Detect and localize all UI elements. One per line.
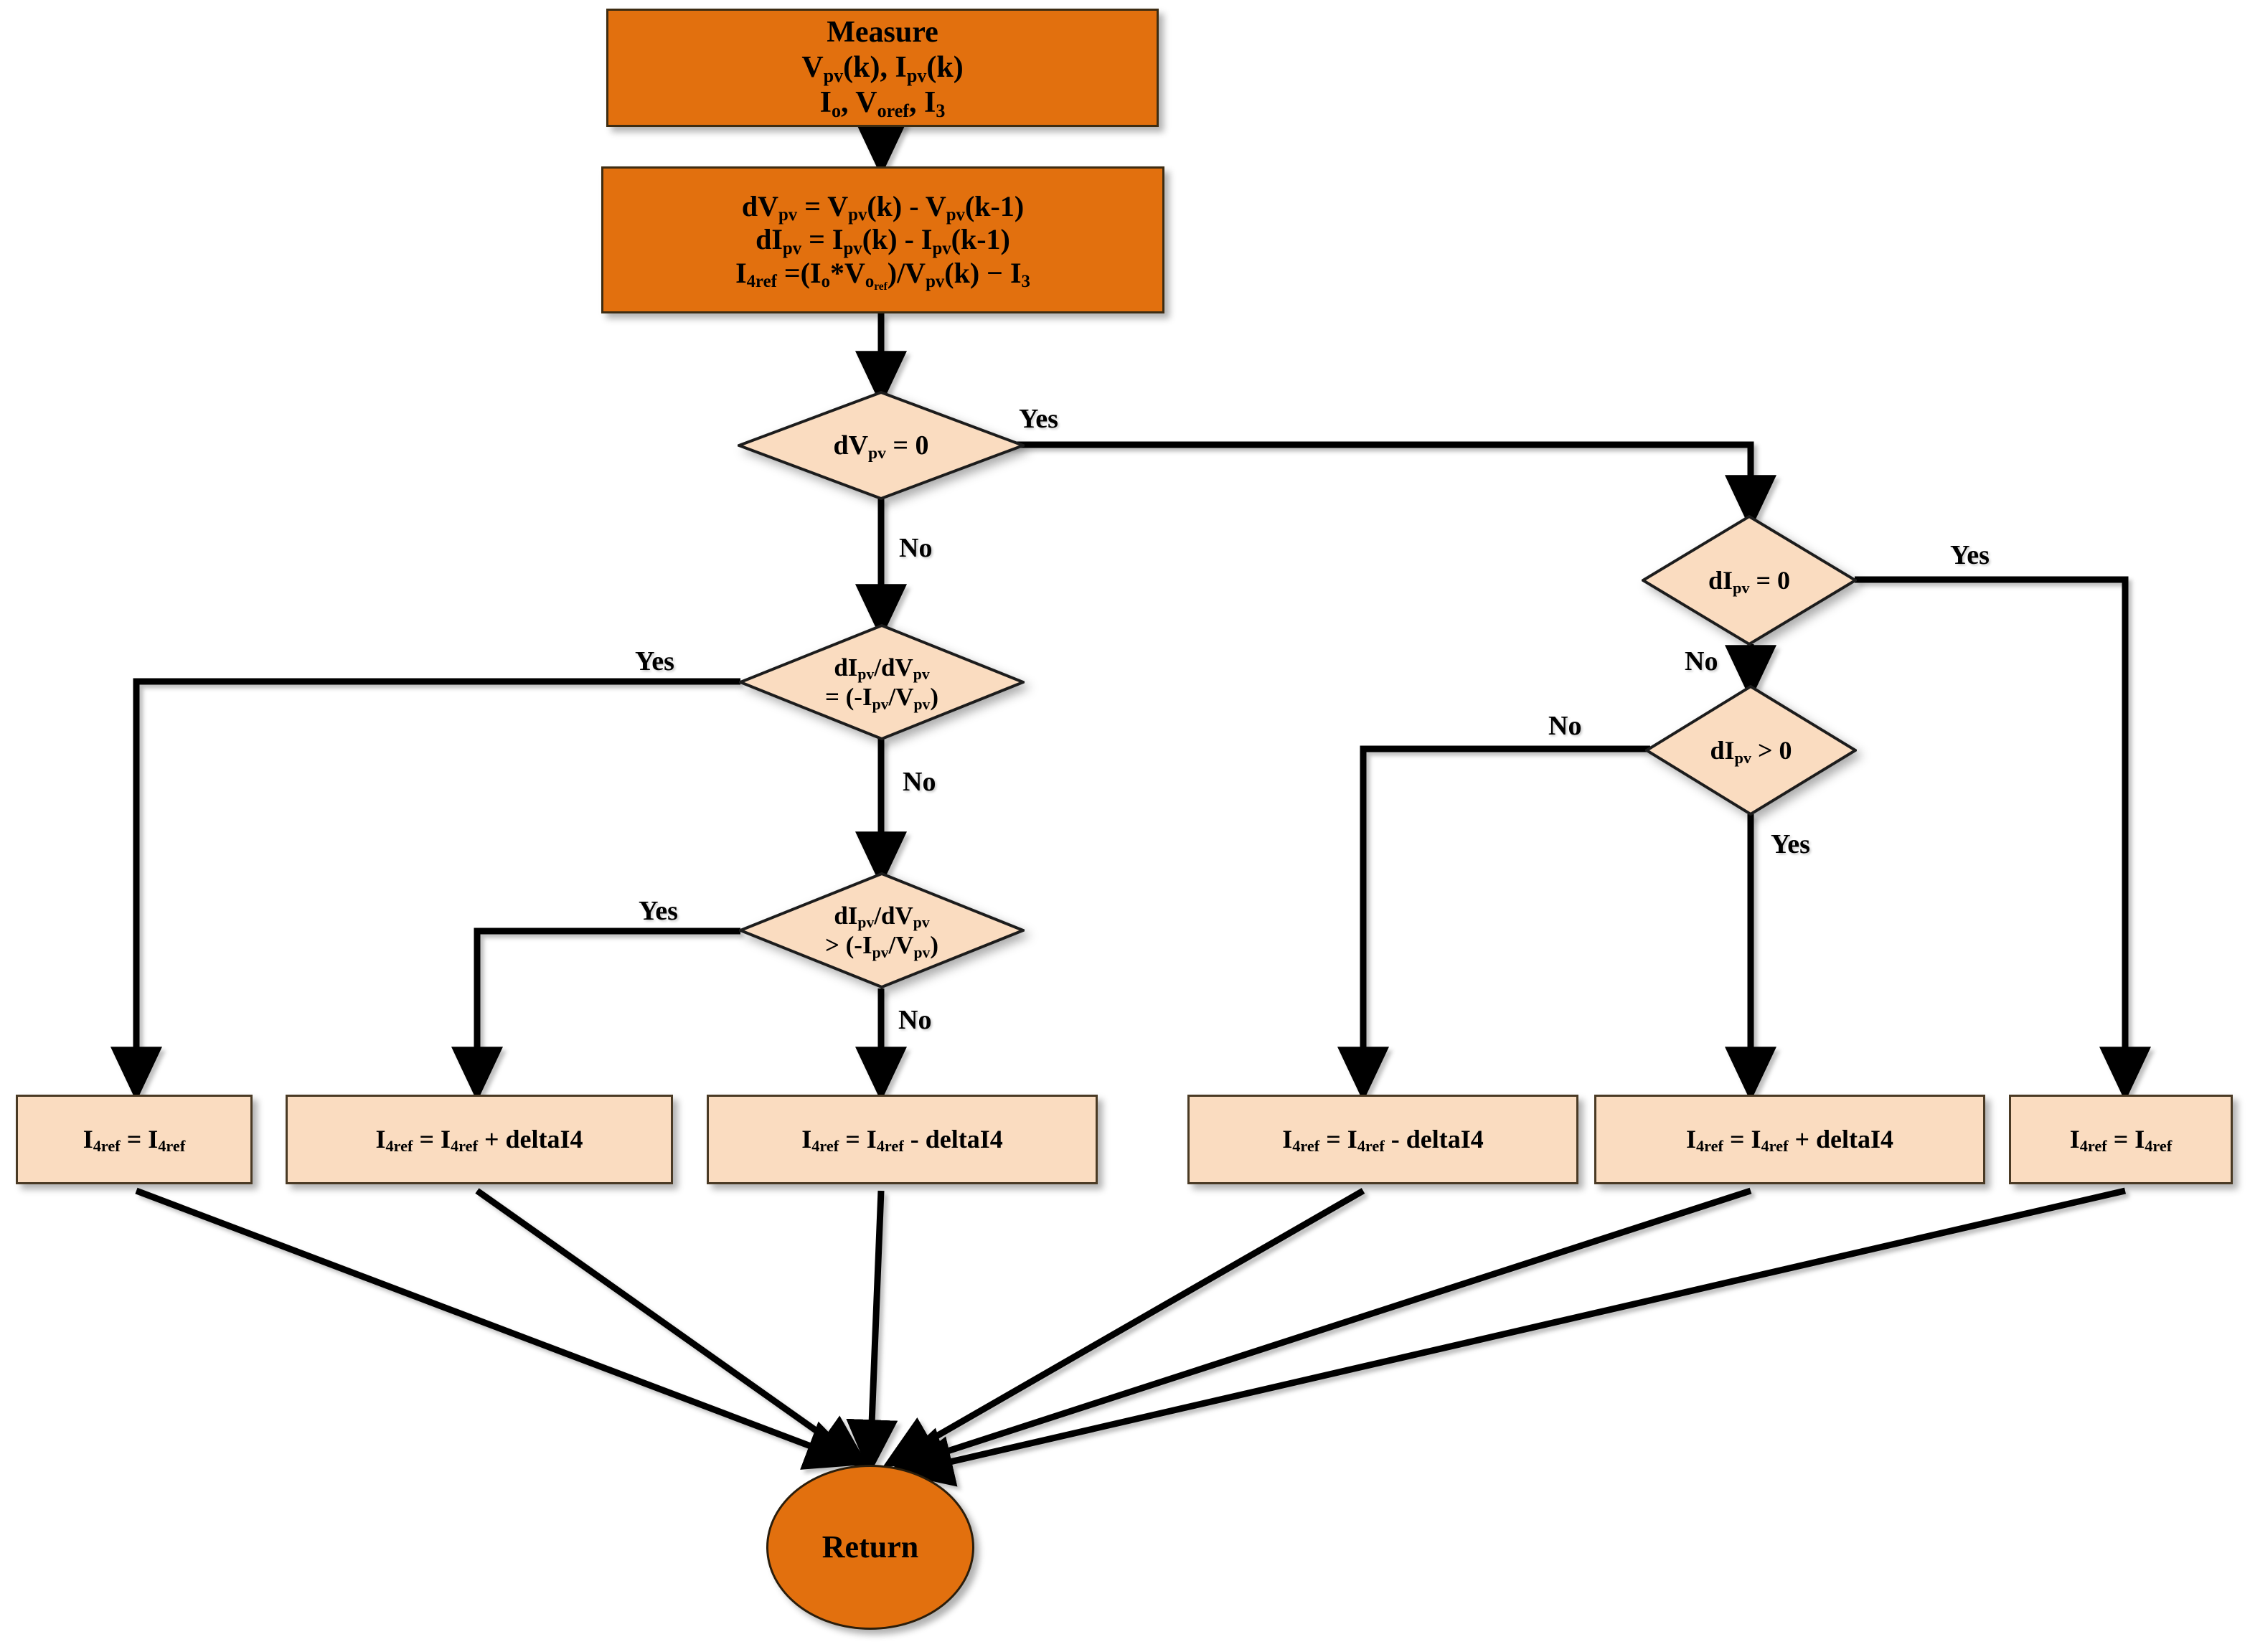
edge-label-dipv-zero-yes: Yes [1950, 540, 1990, 570]
node-decision-dipv-zero-label: dIpv = 0 [1708, 565, 1791, 597]
node-action-hold-left-label: I4ref = I4ref [83, 1124, 186, 1156]
node-action-plus-left-label: I4ref = I4ref + deltaI4 [375, 1124, 583, 1156]
edge-plus-right-to-return [891, 1187, 1752, 1478]
node-decision-slope-equal: dIpv/dVpv= (-Ipv/Vpv) [739, 624, 1025, 740]
node-action-plus-right-label: I4ref = I4ref + deltaI4 [1685, 1124, 1894, 1156]
edge-plus-left-to-return [475, 1188, 870, 1468]
node-decision-slope-greater: dIpv/dVpv> (-Ipv/Vpv) [739, 872, 1025, 988]
edge-label-dvpv-yes: Yes [1019, 404, 1058, 434]
edge-label-dipv-gt-yes: Yes [1771, 829, 1810, 859]
node-action-hold-right: I4ref = I4ref [2009, 1095, 2233, 1184]
edge-label-slope-eq-no: No [903, 767, 936, 797]
edge-label-slope-eq-yes: Yes [635, 646, 674, 676]
edge-label-slope-gt-no: No [898, 1005, 932, 1035]
edge-minus-mid-to-return [846, 1190, 898, 1475]
edge-dipv-zero-yes [1855, 576, 2151, 1102]
node-action-minus-right-label: I4ref = I4ref - deltaI4 [1282, 1124, 1484, 1156]
edge-dvpv-yes [989, 441, 1776, 530]
node-return-label: Return [822, 1529, 919, 1565]
edge-hold-right-to-return [898, 1187, 2127, 1487]
edge-label-dipv-zero-no: No [1685, 646, 1718, 676]
node-decision-dvpv-zero-label: dVpv = 0 [833, 430, 929, 463]
edge-hold-left-to-return [135, 1187, 861, 1470]
edge-slope-eq-yes [110, 678, 740, 1102]
node-decision-slope-equal-label: dIpv/dVpv= (-Ipv/Vpv) [824, 653, 939, 713]
node-compute-label: dVpv = Vpv(k) - Vpv(k-1)dIpv = Ipv(k) - … [735, 189, 1030, 293]
node-action-hold-left: I4ref = I4ref [16, 1095, 253, 1184]
node-action-minus-mid: I4ref = I4ref - deltaI4 [707, 1095, 1098, 1184]
edge-dipv-gt-no [1337, 745, 1650, 1102]
node-action-plus-left: I4ref = I4ref + deltaI4 [286, 1095, 673, 1184]
diamond-shape [739, 872, 1025, 988]
edge-minus-right-to-return [882, 1188, 1365, 1468]
node-action-plus-right: I4ref = I4ref + deltaI4 [1594, 1095, 1985, 1184]
node-compute: dVpv = Vpv(k) - Vpv(k-1)dIpv = Ipv(k) - … [601, 166, 1164, 313]
edge-label-slope-gt-yes: Yes [639, 896, 678, 926]
node-decision-dipv-zero: dIpv = 0 [1642, 515, 1857, 646]
edge-label-dvpv-no: No [899, 533, 933, 563]
edge-slope-gt-yes [451, 928, 740, 1102]
node-decision-dipv-greater: dIpv > 0 [1645, 685, 1857, 816]
node-action-minus-mid-label: I4ref = I4ref - deltaI4 [801, 1124, 1003, 1156]
node-decision-dvpv-zero: dVpv = 0 [738, 391, 1025, 500]
node-return: Return [766, 1465, 974, 1630]
edge-label-dipv-gt-no: No [1548, 711, 1582, 741]
node-action-hold-right-label: I4ref = I4ref [2069, 1124, 2173, 1156]
node-action-minus-right: I4ref = I4ref - deltaI4 [1187, 1095, 1578, 1184]
node-decision-dipv-greater-label: dIpv > 0 [1710, 735, 1792, 767]
node-decision-slope-greater-label: dIpv/dVpv> (-Ipv/Vpv) [824, 901, 939, 961]
